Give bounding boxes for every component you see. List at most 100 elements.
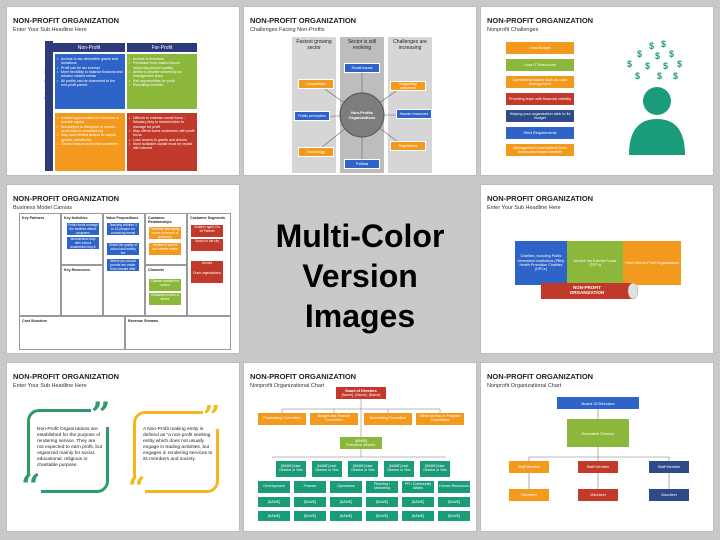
org-name-box: [NAME] — [330, 497, 362, 507]
svg-text:$: $ — [661, 39, 666, 49]
canvas-cell-header: Customer Segments — [190, 216, 225, 220]
org-staff-box: Staff Member — [578, 461, 618, 473]
challenge-bar: Less IT Resources — [506, 59, 574, 71]
spoke-box: Social issues — [344, 63, 380, 73]
sticky-note: School in the city — [191, 239, 223, 251]
sticky-note: Shield the quality of school and satisfy… — [107, 243, 139, 255]
svg-text:$: $ — [655, 51, 660, 61]
bullet-item: All profits can be channeled to the non-… — [57, 79, 123, 88]
slide-title: NON-PROFIT ORGANIZATION — [250, 372, 357, 381]
bullet-item: Access to tax-deductible grants and dona… — [57, 57, 123, 66]
row-label-benefits: Potential Benefits — [39, 55, 53, 111]
org-chart-connectors — [528, 407, 670, 489]
canvas-cell: Key Activities — [61, 213, 103, 265]
slide-title: NON-PROFIT ORGANIZATION — [250, 16, 357, 25]
challenge-bar: Less Budget — [506, 42, 574, 54]
slide-subtitle: Nonprofit Organizational Chart — [250, 383, 325, 389]
quote-mark-open-left: “ — [21, 467, 41, 507]
spoke-box: Human resources — [396, 109, 432, 119]
sticky-note: Teaching children 3 to 16 prepare for co… — [107, 223, 139, 235]
spoke-box: Technology — [298, 147, 334, 157]
bullet-item: Exit opportunities for profit — [129, 79, 195, 84]
canvas-cell: Customer Segments — [187, 213, 231, 316]
svg-text:$: $ — [627, 59, 632, 69]
bullet-item: Lose access to grants and donors — [129, 138, 195, 143]
org-name-box: [NAME] — [258, 511, 290, 521]
row-label-costs: Potential Costs — [39, 115, 53, 171]
org-executive-box: Executive Director — [567, 419, 629, 447]
org-volunteer-box: Volunteer — [509, 489, 549, 501]
org-executive-name: [NAME] — [354, 438, 368, 443]
bar-tax-exempt: Ancient Tax Exempt Funds (TEF's) — [567, 241, 623, 285]
org-name-box: [NAME] — [258, 497, 290, 507]
svg-text:$: $ — [635, 71, 640, 81]
challenge-bar: Helping your organization stick to its b… — [506, 110, 574, 122]
quote-mark-close-right: ” — [203, 400, 221, 435]
slide-thumbnail-6[interactable]: NON-PROFIT ORGANIZATION Enter Your Sub H… — [6, 362, 240, 532]
org-department-box: Human Resources — [438, 481, 470, 493]
spoke-box: Regulations — [390, 141, 426, 151]
quadrant-benefits-forprofit: Access to investorsFeedback from market … — [127, 54, 197, 109]
org-department-box: PR / Community Affairs — [402, 481, 434, 493]
bullet-item: More flexibility to balance financial an… — [57, 70, 123, 79]
person-money-icon: $$$ $$$ $$$ $$$ — [627, 39, 685, 155]
sticky-note: Where you should provide are viable, thu… — [107, 259, 139, 271]
center-heading: Multi-Color Version Images — [243, 218, 477, 334]
svg-text:$: $ — [673, 71, 678, 81]
canvas-cell-header: Key Resources — [64, 268, 90, 272]
slide-thumbnail-7[interactable]: NON-PROFIT ORGANIZATION Nonprofit Organi… — [243, 362, 477, 532]
org-department-box: Planning / Marketing — [366, 481, 398, 493]
quote-text-right: A Non-Profit making entity is defined as… — [143, 427, 213, 462]
org-name-box: [NAME] — [366, 511, 398, 521]
bar-other: Other Not-for-Profit Organizations — [623, 241, 681, 285]
org-name-box: [NAME] — [402, 497, 434, 507]
bullet-list: Limited opportunities for investors to p… — [57, 116, 123, 147]
slide-subtitle: Nonprofit Organizational Chart — [487, 383, 562, 389]
slide-thumbnail-1[interactable]: NON-PROFIT ORGANIZATION Enter Your Sub H… — [6, 6, 240, 176]
org-name-box: [NAME] — [294, 511, 326, 521]
sticky-note: Children aged 3 to 16 Parents — [191, 225, 223, 237]
slide-thumbnail-8[interactable]: NON-PROFIT ORGANIZATION Nonprofit Organi… — [480, 362, 714, 532]
bullet-item: Feedback from market forces improving pr… — [129, 61, 195, 70]
bullet-item: Most available capital must be repaid wi… — [129, 142, 195, 151]
bullet-item: Access to investors — [129, 57, 195, 62]
row-label-costs-text: Potential Costs — [43, 129, 49, 157]
challenge-bar: Operational issues such as cash manageme… — [506, 76, 574, 88]
slide-title: NON-PROFIT ORGANIZATION — [487, 372, 594, 381]
challenge-bar: Management expectations from donors and … — [506, 144, 574, 156]
challenge-bar: Strict Requirements — [506, 127, 574, 139]
org-committee-box: Budget and Finance Committee — [310, 413, 358, 425]
quote-mark-open-right: “ — [128, 471, 146, 506]
bullet-item: Recruiting benefits — [129, 83, 195, 88]
column-header-3: Challenges are increasing — [393, 39, 427, 51]
slide-subtitle: Enter Your Sub Headline Here — [487, 205, 561, 211]
org-name-box: [NAME] — [366, 497, 398, 507]
canvas-cell: Revenue Streams — [125, 316, 231, 350]
bullet-item: Profit can be tax exempt — [57, 66, 123, 71]
canvas-cell-header: Customer Relationships — [148, 216, 172, 224]
slide-subtitle: Business Model Canvas — [13, 205, 73, 211]
org-name-box: [NAME] — [438, 497, 470, 507]
slide-subtitle: Challenges Facing Non-Profits — [250, 27, 325, 33]
canvas-cell-header: Cost Structure — [22, 319, 47, 323]
slide-thumbnail-5[interactable]: NON-PROFIT ORGANIZATION Enter Your Sub H… — [480, 184, 714, 354]
slide-subtitle: Enter Your Sub Headline Here — [13, 27, 87, 33]
center-heading-line-2: Version Images — [302, 258, 418, 334]
org-board-names: [Name], [Name], [Name] — [341, 393, 381, 397]
slide-thumbnail-2[interactable]: NON-PROFIT ORGANIZATION Challenges Facin… — [243, 6, 477, 176]
slide-title: NON-PROFIT ORGANIZATION — [487, 16, 594, 25]
bullet-item: Difficult to maintain social focus - fid… — [129, 116, 195, 129]
slide-thumbnail-3[interactable]: NON-PROFIT ORGANIZATION Nonprofit Challe… — [480, 6, 714, 176]
canvas-cell: Customer Relationships — [145, 213, 187, 265]
org-name-box: [NAME] — [438, 511, 470, 521]
ribbon-label: NON-PROFIT ORGANIZATION — [547, 284, 627, 298]
canvas-cell-header: Channels — [148, 268, 165, 272]
org-committee-box: Other Ad Hoc or Program Committees — [416, 413, 464, 425]
slide-thumbnail-4[interactable]: NON-PROFIT ORGANIZATION Business Model C… — [6, 184, 240, 354]
org-assistant-box: [NAME] Asst. Director or Vice — [420, 461, 450, 477]
quote-mark-close-left: ” — [91, 395, 111, 435]
row-label-column — [45, 41, 53, 171]
ribbon-shape — [541, 282, 639, 300]
svg-text:$: $ — [637, 49, 642, 59]
quote-text-left: Non-Profit Organizations are established… — [37, 427, 103, 468]
